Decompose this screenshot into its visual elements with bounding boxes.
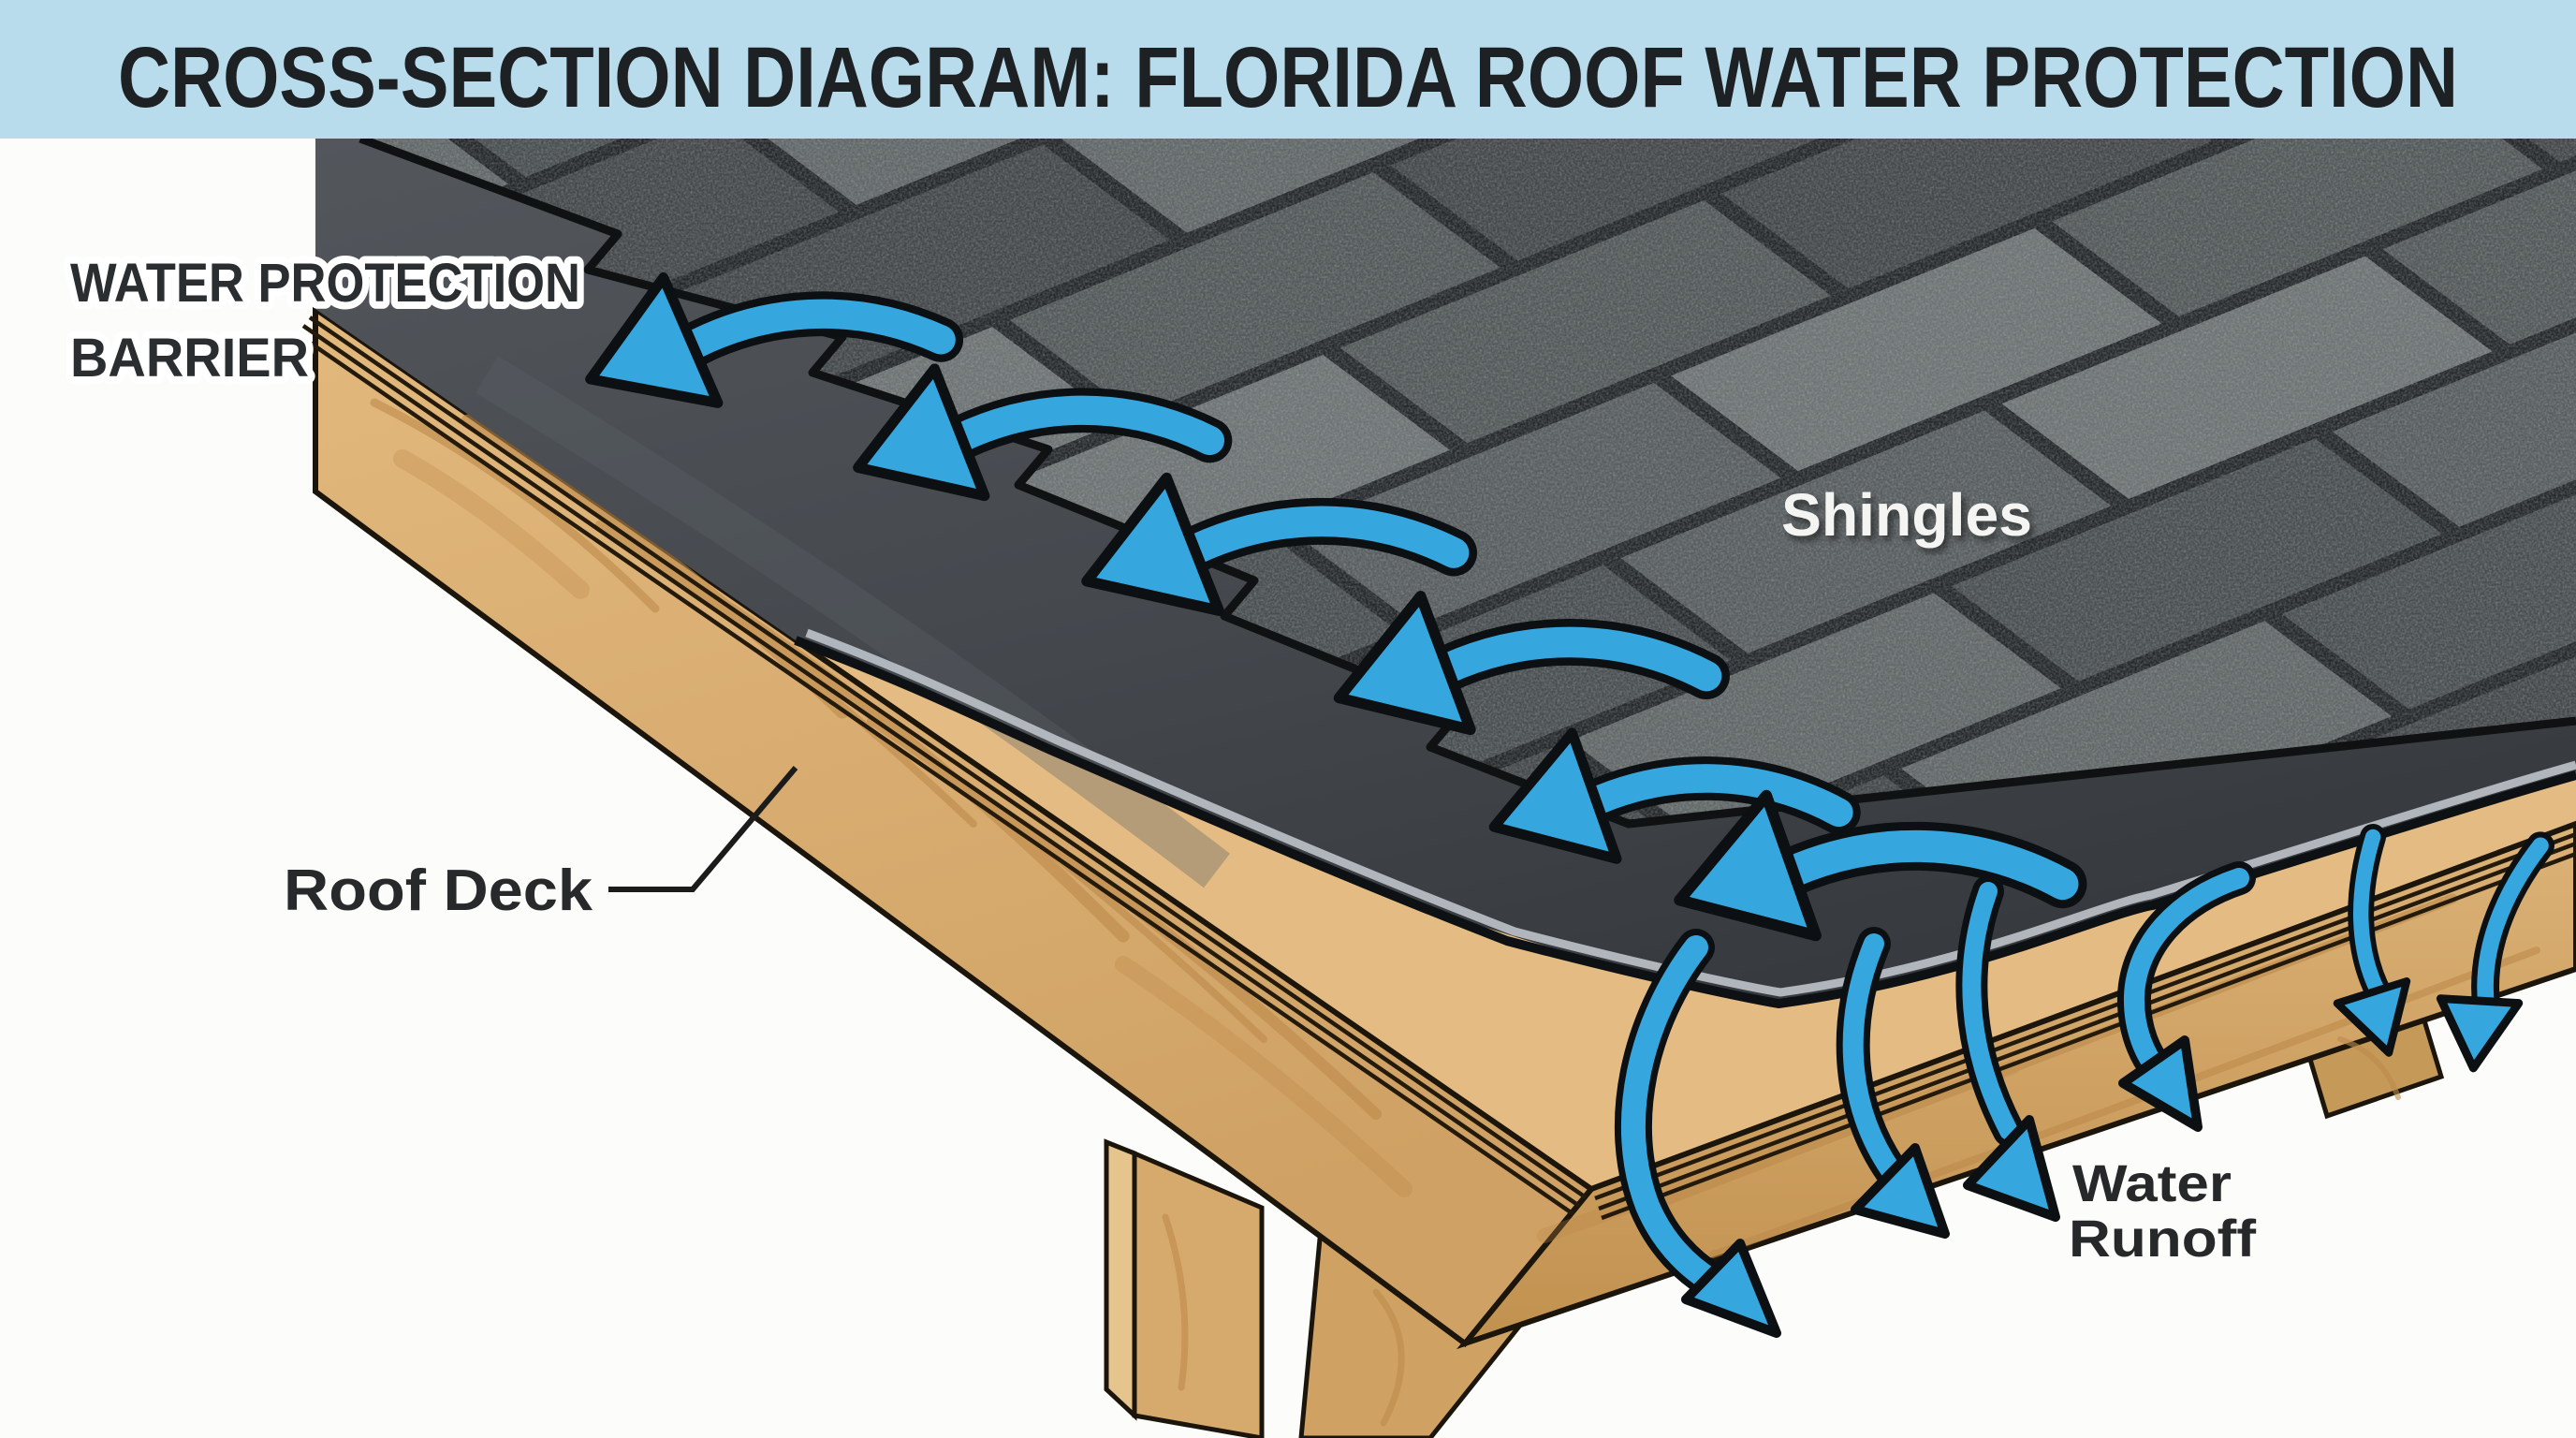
runoff-arrow-1 (1614, 929, 1781, 1338)
runoff-arrow-4 (2116, 861, 2256, 1132)
membrane-sheen (476, 356, 1230, 888)
roof-deck-label: Roof Deck (284, 858, 593, 923)
roof-deck-leader-line (608, 766, 798, 892)
water-protection-barrier-label: WATER PROTECTION BARRIER (63, 245, 588, 396)
water-runoff-arrows (1614, 831, 2568, 1338)
diagram-title: CROSS-SECTION DIAGRAM: FLORIDA ROOF WATE… (118, 30, 2458, 125)
barrier-label-line2: BARRIER (70, 328, 309, 389)
diagram-labels: WATER PROTECTION BARRIER Shingles Roof D… (63, 245, 2256, 1268)
roof-deck-label-group: Roof Deck (284, 766, 798, 923)
shingles-label: Shingles (1781, 481, 2032, 549)
rafter-post-side-face (1104, 1138, 1137, 1421)
membrane-curl-highlight (805, 628, 2576, 997)
drip-edge-lines-rake (296, 315, 1588, 1216)
shingle-overhang-edge (359, 134, 2576, 829)
barrier-label-line1: WATER PROTECTION (70, 253, 580, 314)
runoff-arrow-2 (1836, 927, 1950, 1239)
runoff-arrow-3 (1955, 875, 2060, 1222)
runoff-label-line2: Runoff (2069, 1209, 2256, 1268)
water-runoff-label: Water Runoff (2069, 1153, 2256, 1268)
runoff-label-line1: Water (2072, 1153, 2232, 1212)
banner-background (0, 0, 2576, 139)
drip-edge-lines-eave (1594, 831, 2576, 1221)
title-banner: CROSS-SECTION DIAGRAM: FLORIDA ROOF WATE… (0, 0, 2576, 139)
